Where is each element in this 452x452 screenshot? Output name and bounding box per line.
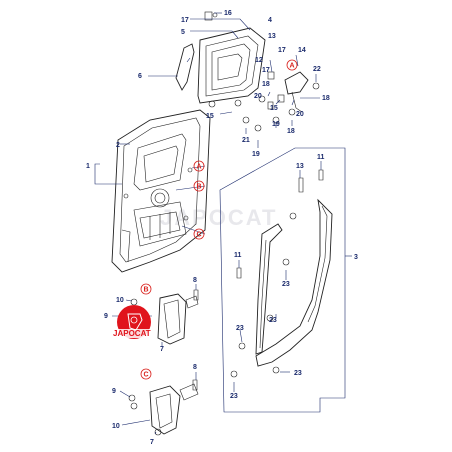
- callout-16: 16: [224, 10, 232, 17]
- logo-text: JAPOCAT: [113, 329, 151, 338]
- callout-23: 23: [282, 281, 290, 288]
- callout-18c: 18: [287, 128, 295, 135]
- callout-17: 17: [181, 17, 189, 24]
- callout-6: 6: [138, 73, 142, 80]
- callout-23d: 23: [230, 393, 238, 400]
- callout-23b: 23: [236, 325, 244, 332]
- ref-c-hinge: C: [144, 372, 149, 379]
- callout-19: 19: [272, 121, 280, 128]
- callout-numbers: 17 16 4 5 13 6 17 14 12 17 22 18 18 20 1…: [86, 10, 358, 446]
- callout-10b: 10: [112, 423, 120, 430]
- watermark-japocat: JAPOCAT: [160, 205, 278, 230]
- latch-parts: [242, 71, 320, 132]
- inner-panel-frame: [219, 147, 346, 413]
- window-frame-part: [197, 27, 266, 104]
- callout-9: 9: [104, 313, 108, 320]
- weatherstrip-part: [255, 198, 333, 367]
- window-trim-part: [175, 43, 195, 91]
- callout-18: 18: [322, 95, 330, 102]
- callout-23e: 23: [294, 370, 302, 377]
- callout-12: 12: [255, 57, 263, 64]
- ref-b-hinge: B: [144, 287, 149, 294]
- lower-hinge-part: [128, 379, 199, 436]
- callout-21: 21: [242, 137, 250, 144]
- callout-19b: 19: [252, 151, 260, 158]
- upper-hinge-part: [130, 289, 199, 345]
- callout-13b: 13: [296, 163, 304, 170]
- channel-part: [255, 223, 283, 355]
- callout-8: 8: [193, 277, 197, 284]
- ref-a-top: A: [290, 63, 295, 70]
- callout-18b: 18: [262, 81, 270, 88]
- callout-22: 22: [313, 66, 321, 73]
- callout-5: 5: [181, 29, 185, 36]
- callout-3: 3: [354, 254, 358, 261]
- callout-23c: 23: [269, 317, 277, 324]
- callout-14: 14: [298, 47, 306, 54]
- callout-8b: 8: [193, 364, 197, 371]
- callout-20b: 20: [296, 111, 304, 118]
- reference-letters: A A B C B C: [140, 59, 298, 380]
- callout-7b: 7: [150, 439, 154, 446]
- callout-11: 11: [317, 154, 325, 161]
- callout-17c: 17: [262, 67, 270, 74]
- callout-10: 10: [116, 297, 124, 304]
- fasteners-right: [230, 169, 324, 378]
- ref-c-panel: C: [197, 232, 202, 239]
- callout-11b: 11: [234, 252, 242, 259]
- callout-15: 15: [206, 113, 214, 120]
- callout-13: 13: [268, 33, 276, 40]
- callout-15b: 15: [270, 105, 278, 112]
- ref-a-panel: A: [197, 164, 202, 171]
- leader-lines: [94, 12, 352, 435]
- callout-17b: 17: [278, 47, 286, 54]
- callout-4: 4: [268, 17, 272, 24]
- callout-9b: 9: [112, 388, 116, 395]
- callout-1: 1: [86, 163, 90, 170]
- callout-20: 20: [254, 93, 262, 100]
- callout-2: 2: [116, 142, 120, 149]
- ref-b-panel: B: [197, 184, 202, 191]
- clips-15: [208, 95, 266, 108]
- callout-7: 7: [160, 346, 164, 353]
- door-panel-part: [111, 109, 211, 273]
- japocat-logo: JAPOCAT: [112, 305, 156, 339]
